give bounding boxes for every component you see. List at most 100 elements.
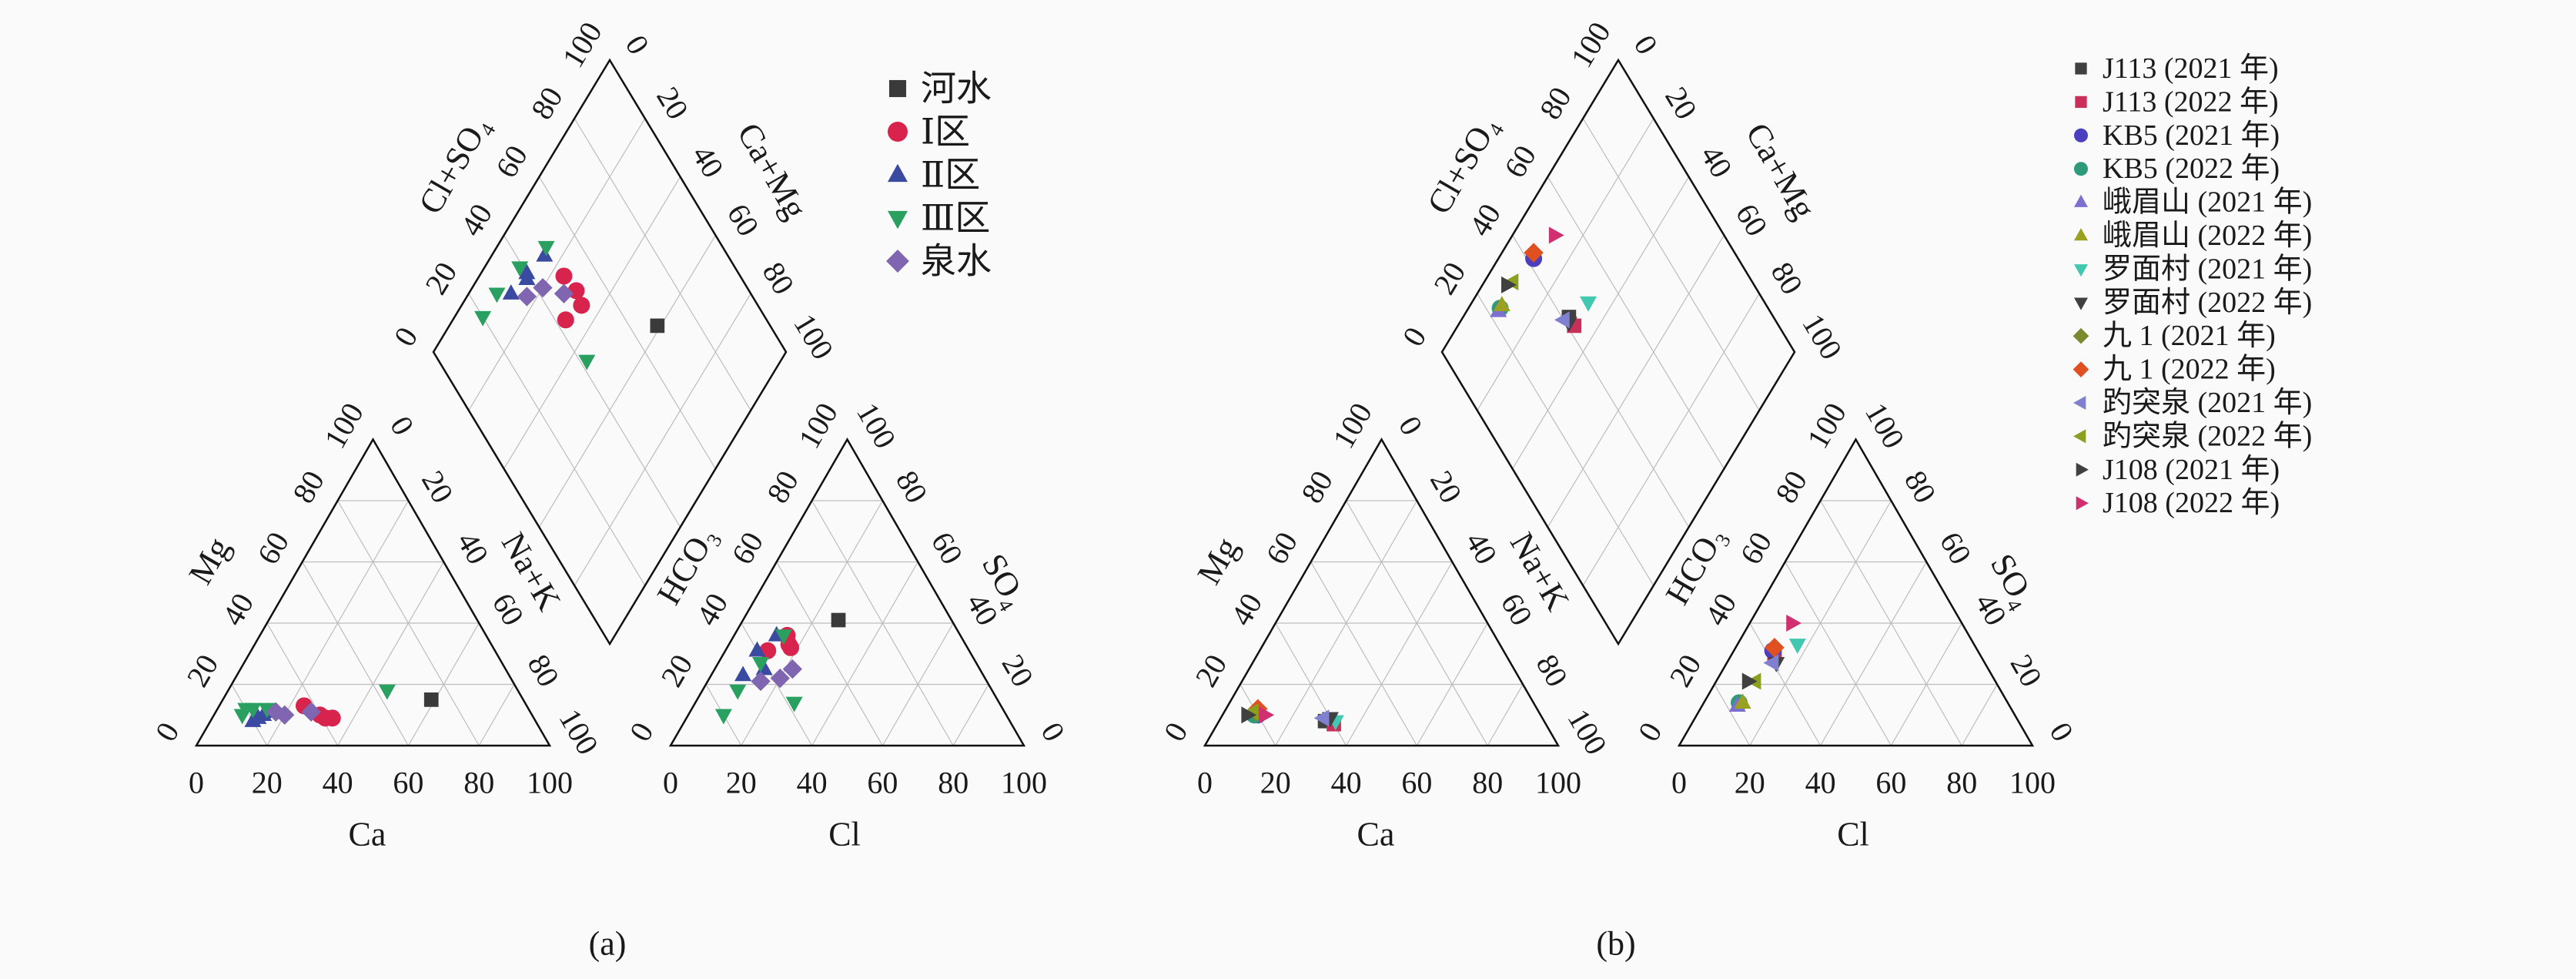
mg-tick-label: 0 (1157, 716, 1195, 747)
camg-tick-label: 20 (650, 81, 695, 125)
legend-marker-icon (2073, 327, 2089, 344)
hco3-tick-label: 100 (1800, 397, 1853, 454)
mg-tick-label: 0 (149, 716, 186, 747)
anion-data-point (729, 684, 747, 700)
ca-tick-label: 0 (189, 766, 204, 800)
camg-tick-label: 0 (1628, 29, 1665, 60)
clso4-tick-label: 20 (418, 256, 463, 300)
legend-item: J113 (2021 年) (2075, 52, 2279, 85)
legend-marker-icon (2074, 264, 2088, 277)
diamond-data-point (578, 354, 596, 370)
legend-label: Ⅰ区 (921, 112, 970, 152)
diamond-gridline (468, 293, 646, 586)
mg-tick-label: 80 (1294, 464, 1340, 508)
anion-data-point (734, 666, 752, 682)
anion-gridline (1785, 562, 1892, 746)
legend-item: 峨眉山 (2022 年) (2074, 220, 2312, 252)
cation-data-point (258, 702, 276, 719)
diamond-data-point (537, 240, 555, 256)
camg-tick-label: 80 (1765, 256, 1810, 300)
hco3-tick-label: 20 (1662, 649, 1708, 692)
legend-label: 趵突泉 (2022 年) (2103, 420, 2312, 452)
nak-tick-label: 80 (521, 649, 567, 692)
anion-data-point (831, 612, 846, 628)
legend-label: 九 1 (2021 年) (2103, 320, 2276, 352)
anion-gridline (776, 562, 883, 746)
ca-tick-label: 40 (323, 766, 353, 800)
legend-marker-icon (2074, 297, 2088, 310)
ca-tick-label: 60 (1401, 766, 1432, 800)
diamond-data-point (533, 277, 553, 298)
cation-data-point (301, 702, 321, 722)
ca-tick-label: 80 (463, 766, 494, 800)
legend-item: KB5 (2021 年) (2074, 119, 2280, 152)
cation-data-point (1259, 706, 1275, 724)
diamond-gridline (1547, 235, 1725, 528)
cation-gridline (407, 622, 480, 746)
anion-data-point (755, 659, 773, 676)
cl-tick-label: 20 (1735, 766, 1765, 800)
cl-tick-label: 40 (797, 766, 828, 800)
cl-tick-label: 100 (1001, 766, 1047, 800)
hco3-tick-label: 20 (654, 649, 699, 692)
data-points (233, 240, 846, 727)
legend-label: J113 (2021 年) (2103, 52, 2279, 85)
legend-marker-icon (2076, 496, 2089, 511)
legend-item: Ⅰ区 (888, 112, 970, 152)
legend-label: 罗面村 (2021 年) (2103, 253, 2312, 285)
diamond-gridline (574, 118, 751, 411)
diamond-data-point (502, 284, 520, 300)
legend-item: 峨眉山 (2021 年) (2074, 186, 2312, 219)
grid-lines (231, 118, 989, 746)
diamond-data-point (517, 287, 537, 307)
diamond-gridline (468, 118, 646, 411)
piper-panel-b: 1000001000008020202080202020604040406040… (1157, 16, 2313, 963)
anion-data-point (782, 659, 803, 679)
anion-data-point (1786, 615, 1802, 632)
mg-tick-label: 20 (179, 649, 225, 692)
camg-tick-label: 40 (685, 139, 731, 183)
ca-tick-label: 80 (1472, 766, 1503, 800)
cation-data-point (244, 712, 262, 727)
anion-data-point (751, 671, 771, 692)
ca-tick-label: 20 (252, 766, 283, 800)
cl-tick-label: 0 (1671, 766, 1687, 800)
cation-data-point (244, 702, 262, 719)
cl-tick-label: 60 (1875, 766, 1906, 800)
mg-tick-label: 100 (1326, 397, 1379, 454)
legend-marker-icon (2074, 228, 2088, 241)
diamond-data-point (557, 311, 574, 329)
camg-tick-label: 60 (1729, 198, 1775, 242)
grid-lines (1239, 118, 1998, 746)
nak-tick-label: 0 (1392, 411, 1430, 441)
diamond-gridline (1582, 293, 1760, 586)
nak-tick-label: 100 (1561, 703, 1614, 760)
ca-axis-title: Ca (349, 816, 386, 853)
diamond-data-point (555, 267, 573, 285)
clso4-tick-label: 80 (1533, 81, 1578, 125)
cl-tick-label: 80 (938, 766, 969, 800)
legend-marker-icon (888, 210, 908, 230)
legend-marker-icon (888, 122, 908, 142)
ca-tick-label: 40 (1331, 766, 1362, 800)
legend-item: 九 1 (2022 年) (2073, 354, 2276, 386)
cation-data-point (1313, 709, 1330, 727)
diamond-data-point (650, 318, 665, 334)
camg-tick-label: 100 (1795, 308, 1848, 366)
anion-data-point (714, 709, 732, 725)
cl-tick-label: 100 (2009, 766, 2056, 800)
clso4-axis-title: Cl+SO₄ (1420, 109, 1505, 220)
diamond-gridline (574, 293, 751, 586)
anion-data-point (1788, 639, 1806, 654)
panel-caption: (b) (1596, 925, 1635, 963)
clso4-tick-label: 0 (387, 321, 425, 352)
legend-item: KB5 (2022 年) (2074, 153, 2280, 185)
legend-label: 趵突泉 (2021 年) (2103, 387, 2312, 419)
legend-marker-icon (2075, 62, 2087, 75)
so4-tick-label: 20 (2004, 649, 2049, 692)
anion-data-point (1765, 638, 1785, 658)
legend-marker-icon (886, 250, 909, 273)
anion-data-point (1741, 672, 1758, 690)
legend-marker-icon (2074, 162, 2088, 176)
